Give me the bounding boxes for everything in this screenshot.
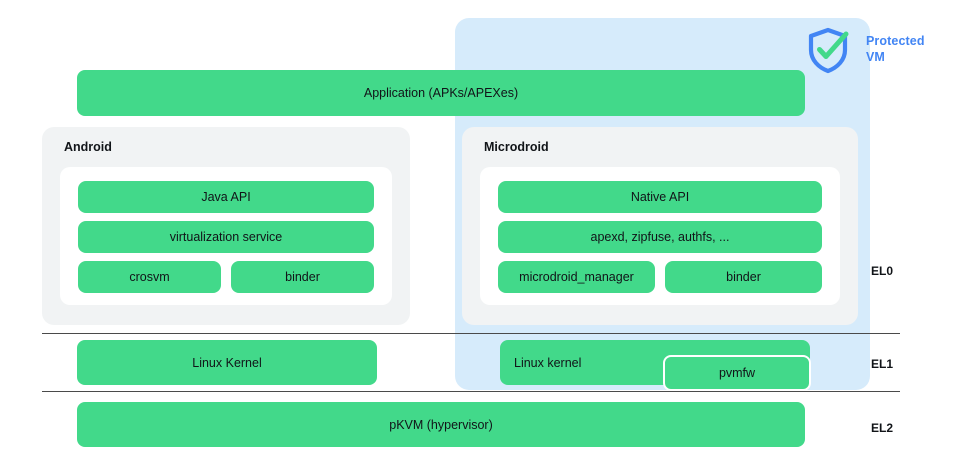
android-crosvm-box: crosvm [78,261,221,293]
android-panel-title: Android [64,140,112,154]
pvmfw-box: pvmfw [663,355,811,391]
microdroid-native-api-box: Native API [498,181,822,213]
microdroid-inner-card: Native API apexd, zipfuse, authfs, ... m… [480,167,840,305]
exception-level-el1-label: EL1 [871,357,894,371]
exception-level-el2-label: EL2 [871,421,894,435]
microdroid-panel-title: Microdroid [484,140,549,154]
microdroid-binder-box: binder [665,261,822,293]
microdroid-row-3: microdroid_manager binder [498,261,822,293]
application-box: Application (APKs/APEXes) [77,70,805,116]
pkvm-hypervisor-box: pKVM (hypervisor) [77,402,805,447]
android-row-2: virtualization service [78,221,374,253]
microdroid-row-2: apexd, zipfuse, authfs, ... [498,221,822,253]
divider-el0-el1 [42,333,900,334]
android-panel: Android Java API virtualization service … [42,127,410,325]
android-virtualization-service-box: virtualization service [78,221,374,253]
android-binder-box: binder [231,261,374,293]
exception-level-el0-label: EL0 [871,264,894,278]
protected-vm-label-line1: Protected [866,34,925,48]
microdroid-panel: Microdroid Native API apexd, zipfuse, au… [462,127,858,325]
protected-vm-label-line2: VM [866,50,885,64]
android-inner-card: Java API virtualization service crosvm b… [60,167,392,305]
android-java-api-box: Java API [78,181,374,213]
android-linux-kernel-box: Linux Kernel [77,340,377,385]
microdroid-manager-box: microdroid_manager [498,261,655,293]
microdroid-daemons-box: apexd, zipfuse, authfs, ... [498,221,822,253]
shield-check-icon [806,26,850,74]
android-row-1: Java API [78,181,374,213]
microdroid-row-1: Native API [498,181,822,213]
android-row-3: crosvm binder [78,261,374,293]
divider-el1-el2 [42,391,900,392]
protected-vm-label: Protected VM [866,33,956,65]
